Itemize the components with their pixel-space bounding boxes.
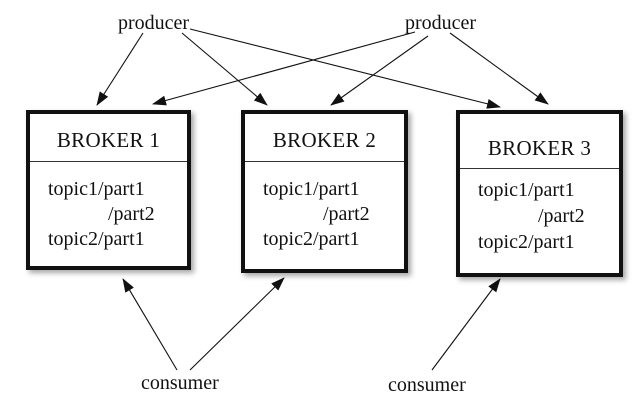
producer-label-2: producer bbox=[405, 12, 477, 34]
arrow-producer2-to-broker3 bbox=[449, 32, 549, 105]
broker-1-partition-3: topic2/part1 bbox=[48, 228, 145, 250]
arrow-consumer2-to-broker3 bbox=[431, 278, 501, 371]
arrow-producer1-to-broker3 bbox=[189, 28, 501, 109]
broker-3-partition-3: topic2/part1 bbox=[478, 231, 575, 253]
broker-3-box: BROKER 3 topic1/part1 /part2 topic2/part… bbox=[456, 110, 623, 277]
arrow-consumer1-to-broker2 bbox=[189, 277, 285, 371]
arrow-producer1-to-broker1 bbox=[96, 32, 144, 106]
broker-2-title: BROKER 2 bbox=[272, 128, 377, 152]
broker-3-divider bbox=[460, 168, 619, 169]
consumer-label-2: consumer bbox=[388, 374, 466, 396]
broker-2-partition-1: topic1/part1 bbox=[263, 178, 360, 200]
broker-1-divider bbox=[30, 161, 187, 162]
broker-3-title: BROKER 3 bbox=[487, 136, 592, 160]
broker-1-title: BROKER 1 bbox=[56, 128, 161, 152]
broker-2-partition-2: /part2 bbox=[323, 203, 370, 225]
broker-2-divider bbox=[245, 161, 404, 162]
broker-3-partition-1: topic1/part1 bbox=[478, 179, 575, 201]
producer-label-1: producer bbox=[118, 12, 190, 34]
broker-1-partition-2: /part2 bbox=[108, 203, 155, 225]
arrow-producer1-to-broker2 bbox=[181, 32, 268, 106]
broker-2-partition-3: topic2/part1 bbox=[263, 228, 360, 250]
arrow-producer2-to-broker1 bbox=[152, 31, 416, 106]
broker-2-box: BROKER 2 topic1/part1 /part2 topic2/part… bbox=[241, 110, 408, 273]
arrow-producer2-to-broker2 bbox=[330, 35, 429, 106]
broker-1-partition-1: topic1/part1 bbox=[48, 178, 145, 200]
broker-3-partition-2: /part2 bbox=[538, 205, 585, 227]
broker-1-box: BROKER 1 topic1/part1 /part2 topic2/part… bbox=[26, 110, 191, 270]
consumer-label-1: consumer bbox=[141, 372, 219, 394]
arrow-consumer1-to-broker1 bbox=[122, 278, 178, 371]
